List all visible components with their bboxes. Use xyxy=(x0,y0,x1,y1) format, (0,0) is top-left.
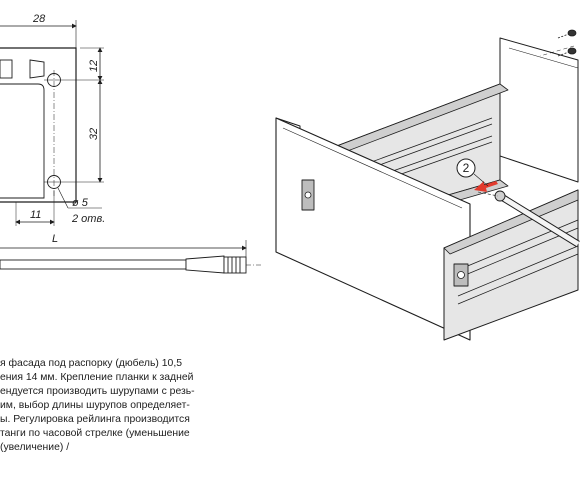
callout-number: 2 xyxy=(463,161,470,175)
rail-rod-drawing: L xyxy=(0,233,262,274)
note-line: им, выбор длины шурупов определяет- xyxy=(0,400,190,411)
dim-hole-diameter-label: ø 5 xyxy=(72,197,89,209)
rod-sleeve xyxy=(185,255,225,274)
rod-thread xyxy=(223,256,247,274)
note-line: ы. Регулировка рейлинга производится xyxy=(0,414,190,425)
description-text: я фасада под распорку (дюбель) 10,5 ения… xyxy=(0,357,240,455)
drawer-assembly-drawing xyxy=(275,29,580,341)
screw-upper xyxy=(539,29,577,57)
callout-2: 2 xyxy=(456,158,489,187)
direction-arrow xyxy=(474,181,498,192)
rod-connector xyxy=(494,190,506,202)
dim-hole-offset-label: 11 xyxy=(30,209,41,221)
dim-hole-count-label: 2 отв. xyxy=(71,213,105,225)
note-line: я фасада под распорку (дюбель) 10,5 xyxy=(0,358,182,369)
dim-length-label: L xyxy=(52,233,58,245)
note-line: танги по часовой стрелке (уменьшение xyxy=(0,428,190,439)
dim-width-label: 28 xyxy=(32,13,46,25)
dim-top-gap-label: 12 xyxy=(88,60,100,72)
plate-inner-contour xyxy=(0,83,45,199)
mounting-plate-drawing: 28 12 32 11 ø 5 2 отв. xyxy=(0,13,105,226)
back-panel xyxy=(499,37,579,183)
note-line: (увеличение) / xyxy=(0,442,70,453)
dim-hole-spacing-label: 32 xyxy=(88,128,100,140)
plate-outline xyxy=(0,47,77,203)
screw-lower xyxy=(557,47,577,57)
front-facade xyxy=(275,117,471,341)
note-line: ендуется производить шурупами с резь- xyxy=(0,386,195,397)
rod-body xyxy=(0,259,187,270)
note-line: ения 14 мм. Крепление планки к задней xyxy=(0,372,194,383)
